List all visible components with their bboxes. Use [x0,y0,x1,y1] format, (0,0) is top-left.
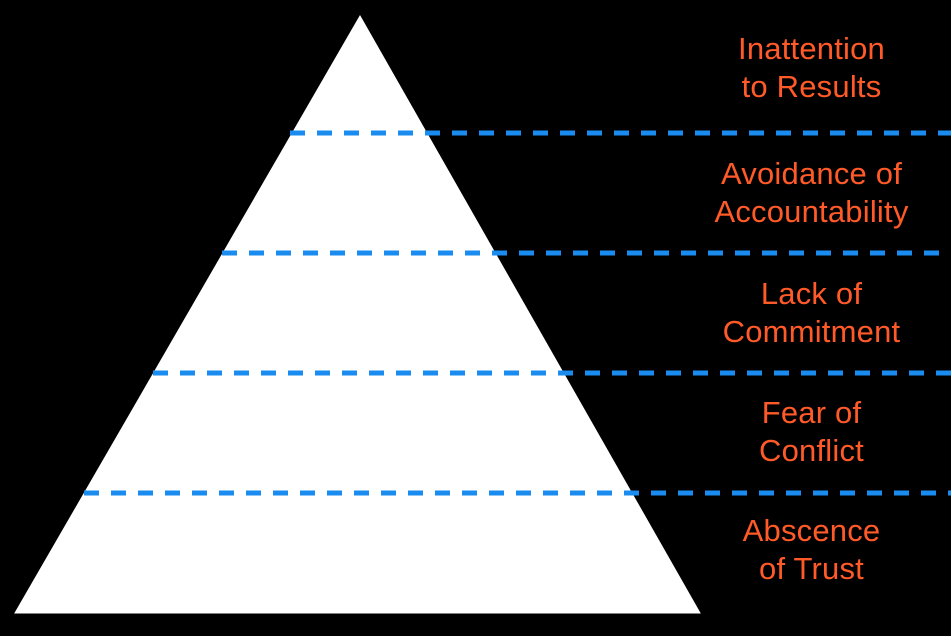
level-label-avoidance-of-accountability: Avoidance of Accountability [672,155,951,231]
level-label-line-1: Avoidance of [720,156,903,191]
level-label-inattention-to-results: Inattention to Results [672,30,951,106]
divider-lines-group [84,130,951,496]
level-label-fear-of-conflict: Fear of Conflict [672,394,951,470]
level-label-line-1: Fear of [761,395,862,430]
level-label-line-1: Lack of [760,276,863,311]
level-label-line-2: to Results [741,69,882,104]
pyramid-triangle [14,14,701,614]
level-label-line-2: of Trust [759,551,864,586]
level-label-line-2: Conflict [759,433,864,468]
level-label-lack-of-commitment: Lack of Commitment [672,275,951,351]
level-label-abscence-of-trust: Abscence of Trust [672,512,951,588]
level-label-line-2: Accountability [714,194,909,229]
level-label-line-1: Inattention [738,31,885,66]
level-label-line-1: Abscence [742,513,881,548]
level-label-line-2: Commitment [722,314,901,349]
